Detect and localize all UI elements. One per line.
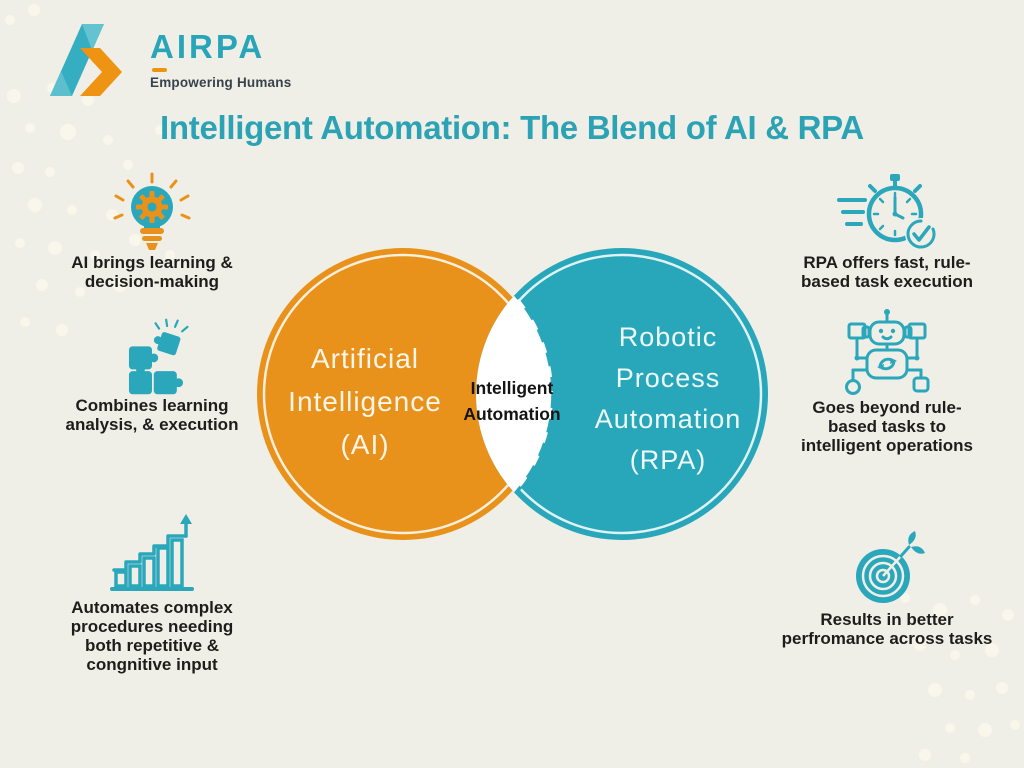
brand-tagline: Empowering Humans	[150, 75, 292, 90]
feature-text-learning: AI brings learning & decision-making	[71, 253, 233, 291]
feature-text-beyond: Goes beyond rule- based tasks to intelli…	[801, 398, 973, 455]
robot-icon	[845, 309, 930, 395]
ai-circle-label: Artificial Intelligence (AI)	[288, 343, 442, 460]
rpa-circle-label: Robotic Process Automation (RPA)	[594, 322, 742, 475]
feature-text-fast: RPA offers fast, rule- based task execut…	[801, 253, 973, 291]
overlap-label: Intelligent Automation	[463, 378, 561, 424]
feature-text-automates: Automates complex procedures needing bot…	[70, 598, 234, 674]
stopwatch-check-icon	[837, 174, 937, 250]
rpa-circle	[476, 248, 768, 540]
feature-item-fast	[762, 170, 1012, 259]
feature-item-automates	[30, 512, 274, 601]
feature-item-results	[762, 530, 1012, 613]
venn-diagram	[257, 248, 768, 540]
brand-name: AIRPA	[150, 28, 266, 65]
feature-item-combines	[30, 318, 274, 401]
growth-chart-icon	[110, 514, 194, 591]
target-arrow-icon	[856, 531, 925, 603]
feature-item-beyond	[762, 306, 1012, 403]
brand-tagline-dash	[152, 68, 167, 72]
brand-logo: AIRPA Empowering Humans	[42, 20, 291, 96]
feature-text-results: Results in better perfromance across tas…	[781, 610, 993, 648]
logo-mark-icon	[50, 24, 122, 96]
ai-circle	[257, 248, 549, 540]
feature-text-combines: Combines learning analysis, & execution	[65, 396, 239, 434]
feature-item-learning	[30, 170, 274, 259]
page-title: Intelligent Automation: The Blend of AI …	[160, 109, 864, 146]
puzzle-icon	[128, 318, 189, 395]
lightbulb-gear-icon	[113, 172, 191, 250]
